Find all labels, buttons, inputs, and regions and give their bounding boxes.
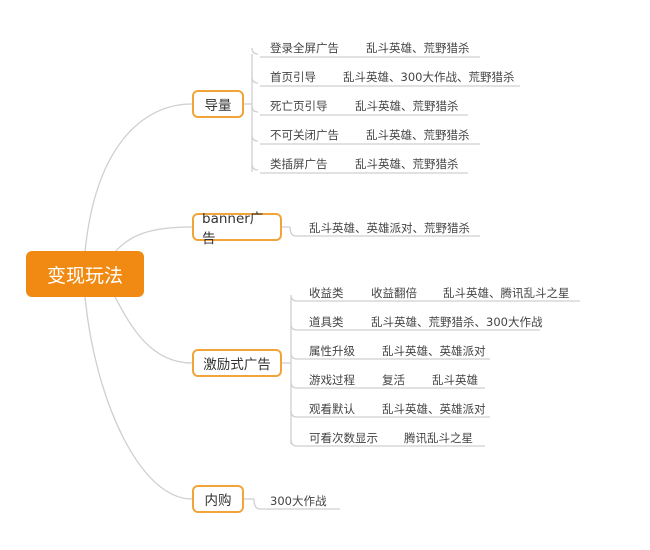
connector-curve bbox=[290, 410, 298, 418]
leaf-node[interactable]: 腾讯乱斗之星 bbox=[404, 431, 473, 445]
leaf-node[interactable]: 观看默认 bbox=[309, 402, 355, 416]
root-node[interactable]: 变现玩法 bbox=[26, 251, 144, 297]
connector-curve bbox=[290, 323, 298, 331]
connector-curve bbox=[114, 296, 193, 364]
branch-node[interactable]: 激励式广告 bbox=[192, 349, 282, 377]
leaf-node[interactable]: 登录全屏广告 bbox=[270, 41, 339, 55]
leaf-node[interactable]: 死亡页引导 bbox=[270, 99, 328, 113]
connector-curve bbox=[290, 352, 298, 360]
leaf-node[interactable]: 收益类 bbox=[309, 286, 344, 300]
leaf-node[interactable]: 乱斗英雄、英雄派对 bbox=[382, 344, 486, 358]
connector-curve bbox=[251, 47, 259, 55]
connector-curve bbox=[84, 296, 193, 500]
branch-node[interactable]: 导量 bbox=[192, 90, 244, 118]
leaf-node[interactable]: 乱斗英雄、荒野猎杀、300大作战 bbox=[371, 315, 543, 329]
connector-curve bbox=[289, 226, 297, 237]
leaf-node[interactable]: 游戏过程 bbox=[309, 373, 355, 387]
leaf-node[interactable]: 乱斗英雄、腾讯乱斗之星 bbox=[443, 286, 570, 300]
connector-curve bbox=[84, 103, 193, 253]
connector-curve bbox=[290, 381, 298, 389]
leaf-node[interactable]: 首页引导 bbox=[270, 70, 316, 84]
leaf-node[interactable]: 乱斗英雄、荒野猎杀 bbox=[366, 41, 470, 55]
leaf-node[interactable]: 乱斗英雄、英雄派对、荒野猎杀 bbox=[309, 221, 470, 235]
branch-node[interactable]: banner广告 bbox=[192, 211, 282, 247]
leaf-node[interactable]: 乱斗英雄 bbox=[432, 373, 478, 387]
leaf-node[interactable]: 乱斗英雄、荒野猎杀 bbox=[355, 99, 459, 113]
leaf-node[interactable]: 可看次数显示 bbox=[309, 431, 378, 445]
connector-curve bbox=[253, 498, 261, 510]
leaf-node[interactable]: 乱斗英雄、300大作战、荒野猎杀 bbox=[343, 70, 515, 84]
leaf-node[interactable]: 乱斗英雄、英雄派对 bbox=[382, 402, 486, 416]
leaf-node[interactable]: 复活 bbox=[382, 373, 405, 387]
connector-curve bbox=[251, 134, 259, 142]
connector-curve bbox=[251, 105, 259, 113]
connector-curve bbox=[251, 76, 259, 84]
leaf-node[interactable]: 属性升级 bbox=[309, 344, 355, 358]
branch-node[interactable]: 内购 bbox=[192, 485, 244, 513]
leaf-node[interactable]: 乱斗英雄、荒野猎杀 bbox=[355, 157, 459, 171]
leaf-node[interactable]: 300大作战 bbox=[270, 494, 327, 508]
connector-curve bbox=[114, 226, 193, 253]
leaf-node[interactable]: 收益翻倍 bbox=[371, 286, 417, 300]
leaf-node[interactable]: 乱斗英雄、荒野猎杀 bbox=[366, 128, 470, 142]
leaf-node[interactable]: 不可关闭广告 bbox=[270, 128, 339, 142]
leaf-node[interactable]: 类插屏广告 bbox=[270, 157, 328, 171]
connector-curve bbox=[251, 163, 259, 171]
leaf-node[interactable]: 道具类 bbox=[309, 315, 344, 329]
connector-curve bbox=[290, 439, 298, 447]
connector-curve bbox=[290, 294, 298, 302]
